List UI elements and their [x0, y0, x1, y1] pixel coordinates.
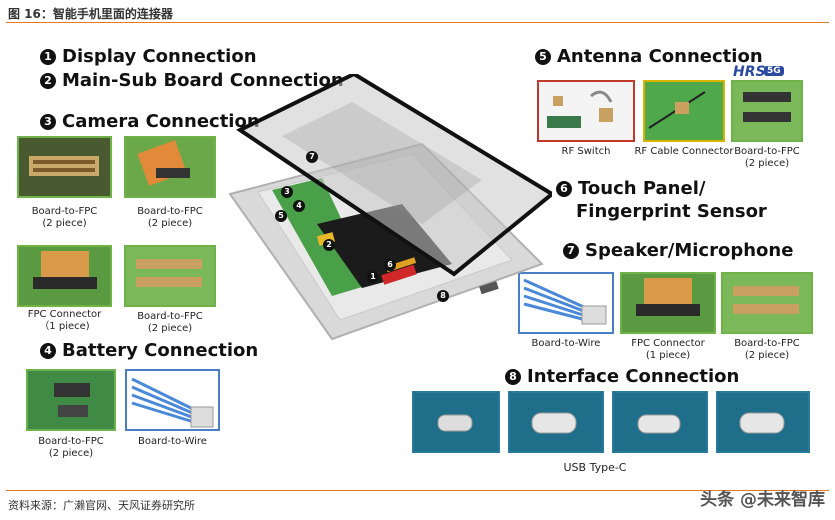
section-number: 1	[40, 49, 56, 65]
camera-caption-3: FPC Connector（1 piece)	[17, 309, 112, 333]
antenna-connector-image-2	[643, 80, 725, 142]
camera-connector-image-4	[124, 245, 216, 307]
usb-c-image-2	[508, 391, 604, 453]
section-number: 8	[505, 369, 521, 385]
section-touch-line2: Fingerprint Sensor	[576, 201, 767, 222]
phone-marker-4: 4	[293, 200, 305, 212]
phone-marker-7: 7	[306, 151, 318, 163]
caption-line: Board-to-Wire	[138, 436, 207, 447]
display-panel-inner	[282, 102, 482, 224]
figure-title: 图 16：智能手机里面的连接器	[8, 7, 173, 21]
caption-line: RF Cable Connector	[634, 146, 734, 157]
footer-rule	[6, 490, 829, 491]
section-title: Touch Panel/	[578, 178, 706, 199]
speaker-connector-image-2	[620, 272, 716, 334]
caption-line: Board-to-FPC	[38, 436, 104, 447]
section-antenna: 5 Antenna Connection	[535, 46, 763, 67]
caption-line: (2 piece)	[744, 158, 790, 169]
speaker-caption-3: Board-to-FPC(2 piece)	[721, 338, 813, 362]
5g-badge: 5G	[764, 66, 784, 76]
section-number: 6	[556, 181, 572, 197]
camera-connector-image-3	[17, 245, 112, 307]
usb-c-image-1	[412, 391, 500, 453]
antenna-caption-2: RF Cable Connector	[630, 146, 738, 158]
caption-line: Board-to-FPC	[734, 146, 800, 157]
phone-marker-8: 8	[437, 290, 449, 302]
battery-connector-image-1	[26, 369, 116, 431]
display-panel	[236, 74, 552, 277]
source-note: 资料来源：广濑官网、天风证券研究所	[8, 499, 195, 512]
caption-line: (2 piece)	[42, 218, 87, 229]
camera-caption-1: Board-to-FPC(2 piece)	[17, 206, 112, 230]
caption-line: (1 piece)	[645, 350, 691, 361]
antenna-caption-1: RF Switch	[537, 146, 635, 158]
camera-caption-2: Board-to-FPC(2 piece)	[124, 206, 216, 230]
phone-connector-red	[381, 264, 417, 285]
section-number: 3	[40, 114, 56, 130]
section-title: Main-Sub Board Connection	[62, 70, 344, 91]
camera-connector-image-1	[17, 136, 112, 198]
phone-exploded-illustration	[228, 74, 552, 341]
watermark: 头条 @未来智库	[700, 490, 825, 510]
usb-c-caption: USB Type-C	[563, 461, 627, 474]
caption-line: (2 piece)	[48, 448, 94, 459]
section-touch: 6 Touch Panel/	[556, 178, 705, 199]
caption-line: (2 piece)	[147, 323, 193, 334]
camera-caption-4: Board-to-FPC(2 piece)	[124, 311, 216, 335]
section-number: 4	[40, 343, 56, 359]
speaker-caption-2: FPC Connector(1 piece)	[620, 338, 716, 362]
speaker-caption-1: Board-to-Wire	[518, 338, 614, 350]
section-title: Speaker/Microphone	[585, 240, 794, 261]
caption-line: Board-to-FPC	[137, 206, 203, 217]
caption-line: FPC Connector	[631, 338, 705, 349]
caption-line: RF Switch	[561, 146, 611, 157]
caption-line: （1 piece)	[39, 321, 90, 332]
section-number: 2	[40, 73, 56, 89]
section-title: Camera Connection	[62, 111, 260, 132]
phone-marker-5: 5	[275, 210, 287, 222]
caption-line: Board-to-FPC	[31, 206, 98, 217]
battery-connector-image-2	[125, 369, 220, 431]
section-mainsub: 2 Main-Sub Board Connection	[40, 70, 344, 91]
section-interface: 8 Interface Connection	[505, 366, 739, 387]
phone-marker-3: 3	[281, 186, 293, 198]
phone-marker-6: 6	[384, 259, 396, 271]
speaker-connector-image-3	[721, 272, 813, 334]
antenna-caption-3: Board-to-FPC(2 piece)	[725, 146, 809, 170]
usb-c-image-4	[716, 391, 810, 453]
section-title: Antenna Connection	[557, 46, 763, 67]
section-display: 1 Display Connection	[40, 46, 257, 67]
battery-caption-1: Board-to-FPC(2 piece)	[16, 436, 126, 460]
section-battery: 4 Battery Connection	[40, 340, 258, 361]
antenna-connector-image-1	[537, 80, 635, 142]
caption-line: Board-to-Wire	[531, 338, 601, 349]
section-title: Display Connection	[62, 46, 257, 67]
caption-line: (2 piece)	[744, 350, 790, 361]
section-title: Interface Connection	[527, 366, 740, 387]
section-title: Battery Connection	[62, 340, 259, 361]
caption-line: (2 piece)	[147, 218, 193, 229]
camera-connector-image-2	[124, 136, 216, 198]
phone-side-button	[479, 281, 499, 295]
section-camera: 3 Camera Connection	[40, 111, 260, 132]
usb-c-image-3	[612, 391, 708, 453]
caption-line: FPC Connector	[27, 309, 102, 320]
antenna-connector-image-3	[731, 80, 803, 142]
section-number: 7	[563, 243, 579, 259]
caption-line: Board-to-FPC	[137, 311, 203, 322]
header-rule	[6, 22, 829, 23]
phone-marker-2: 2	[323, 239, 335, 251]
section-number: 5	[535, 49, 551, 65]
battery-caption-2: Board-to-Wire	[125, 436, 220, 448]
phone-marker-1: 1	[367, 271, 379, 283]
caption-line: Board-to-FPC	[734, 338, 800, 349]
section-speaker: 7 Speaker/Microphone	[563, 240, 793, 261]
speaker-connector-image-1	[518, 272, 614, 334]
hrs-logo: HRS	[733, 64, 766, 80]
